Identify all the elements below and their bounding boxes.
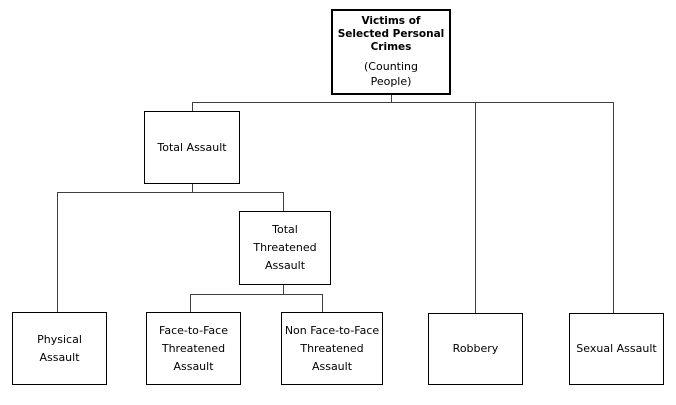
node-total-assault: Total Assault bbox=[144, 111, 240, 184]
node-face-to-face-threatened-assault: Face-to-Face Threatened Assault bbox=[146, 312, 241, 385]
connector-drop-physical-assault bbox=[57, 192, 58, 312]
node-label: Non Face-to-Face Threatened Assault bbox=[284, 323, 380, 373]
node-label: Total Threatened Assault bbox=[253, 223, 317, 272]
connector-drop-non-face-to-face bbox=[322, 294, 323, 312]
node-total-threatened-assault: Total Threatened Assault bbox=[239, 211, 331, 285]
node-robbery: Robbery bbox=[428, 313, 523, 385]
connector-total-threatened-children-bar bbox=[190, 294, 323, 295]
connector-total-assault-children-bar bbox=[57, 192, 284, 193]
connector-drop-robbery bbox=[475, 102, 476, 313]
node-label: Robbery bbox=[452, 342, 499, 355]
node-non-face-to-face-threatened-assault: Non Face-to-Face Threatened Assault bbox=[281, 312, 383, 385]
connector-total-assault-stem bbox=[192, 184, 193, 192]
connector-total-threatened-stem bbox=[283, 285, 284, 294]
connector-drop-total-threatened bbox=[283, 192, 284, 211]
node-physical-assault: Physical Assault bbox=[12, 312, 107, 385]
connector-drop-face-to-face bbox=[190, 294, 191, 312]
node-label: Sexual Assault bbox=[576, 342, 657, 355]
root-title: Victims of Selected Personal Crimes bbox=[337, 15, 445, 53]
node-victims-of-selected-personal-crimes: Victims of Selected Personal Crimes (Cou… bbox=[331, 9, 451, 95]
node-label: Total Assault bbox=[157, 140, 227, 154]
connector-root-stem bbox=[391, 95, 392, 103]
connector-root-children-bar bbox=[192, 102, 614, 103]
connector-drop-total-assault bbox=[192, 102, 193, 111]
node-sexual-assault: Sexual Assault bbox=[569, 313, 664, 385]
node-label: Physical Assault bbox=[37, 332, 82, 364]
connector-drop-sexual-assault bbox=[613, 102, 614, 313]
root-subtitle: (Counting People) bbox=[364, 60, 418, 88]
node-label: Face-to-Face Threatened Assault bbox=[159, 323, 228, 373]
